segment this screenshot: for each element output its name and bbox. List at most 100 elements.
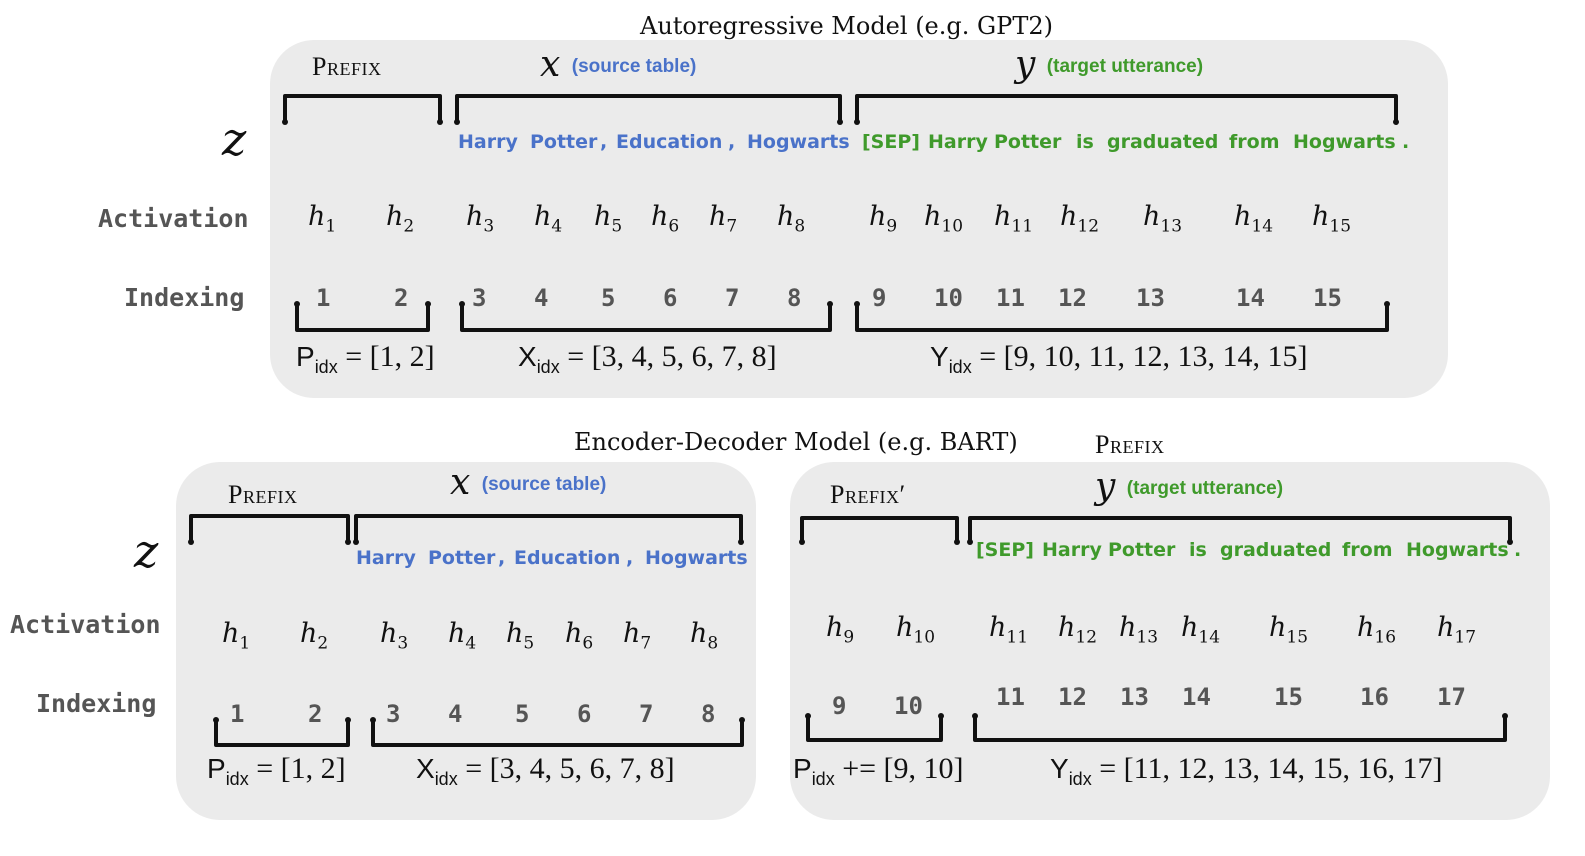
decoder-activation: h15: [1269, 612, 1309, 648]
top-target-token: .: [1402, 131, 1410, 153]
encoder-source-token: Harry: [356, 547, 416, 569]
encoder-x-idx: Xidx = [3, 4, 5, 6, 7, 8]: [416, 752, 675, 789]
decoder-target-token: is: [1189, 539, 1207, 561]
decoder-activation: h16: [1357, 612, 1397, 648]
bottom-activation-label: Activation: [10, 610, 161, 639]
top-x-note: (source table): [571, 56, 697, 77]
encoder-activation: h8: [690, 618, 719, 654]
top-activation: h3: [466, 201, 495, 237]
encoder-index: 6: [577, 700, 592, 728]
encoder-source-token: Hogwarts: [645, 547, 748, 569]
decoder-p-idx: Pidx += [9, 10]: [793, 752, 964, 789]
decoder-activation: h13: [1119, 612, 1159, 648]
top-activation: h1: [308, 201, 337, 237]
encoder-index: 7: [639, 700, 654, 728]
decoder-index: 16: [1360, 683, 1389, 711]
top-x-idx: Xidx = [3, 4, 5, 6, 7, 8]: [518, 340, 777, 377]
top-index: 13: [1136, 284, 1165, 312]
top-activation: h14: [1234, 201, 1274, 237]
top-index: 5: [601, 284, 616, 312]
top-y-note: (target utterance): [1046, 56, 1204, 77]
top-index: 11: [996, 284, 1025, 312]
top-activation: h10: [924, 201, 964, 237]
top-activation: h2: [386, 201, 415, 237]
decoder-index: 13: [1120, 683, 1149, 711]
encoder-index: 1: [230, 700, 245, 728]
decoder-target-token: .: [1514, 539, 1522, 561]
encoder-activation: h6: [565, 618, 594, 654]
decoder-target-token: Potter: [1108, 539, 1176, 561]
top-activation: h4: [534, 201, 563, 237]
bottom-indexing-label: Indexing: [36, 689, 157, 718]
decoder-activation: h9: [826, 612, 855, 648]
encoder-activation: h4: [448, 618, 477, 654]
top-target-token: Harry: [928, 131, 988, 153]
top-index: 8: [787, 284, 802, 312]
encoder-source-token: Education: [514, 547, 621, 569]
top-activation: h6: [651, 201, 680, 237]
encoder-activation: h2: [300, 618, 329, 654]
top-activation-label: Activation: [98, 204, 249, 233]
top-x-label: x (source table): [540, 44, 696, 85]
decoder-activation: h12: [1058, 612, 1098, 648]
bottom-z-label: z: [134, 524, 159, 578]
top-target-token: from: [1229, 131, 1280, 153]
encoder-source-token: ,: [498, 547, 506, 569]
top-index: 6: [663, 284, 678, 312]
decoder-target-token: [SEP]: [976, 539, 1034, 561]
encoder-decoder-title: Encoder-Decoder Model (e.g. BART): [574, 428, 1018, 456]
encoder-source-token: ,: [626, 547, 634, 569]
decoder-target-token: from: [1342, 539, 1393, 561]
top-target-token: Hogwarts: [1293, 131, 1396, 153]
top-z-label: z: [222, 112, 247, 166]
top-p-idx: Pidx = [1, 2]: [296, 340, 435, 377]
top-activation: h8: [777, 201, 806, 237]
decoder-index: 10: [894, 692, 923, 720]
encoder-index: 5: [515, 700, 530, 728]
decoder-target-token: graduated: [1220, 539, 1332, 561]
encoder-index: 3: [386, 700, 401, 728]
decoder-y-note: (target utterance): [1126, 478, 1284, 499]
encoder-activation: h1: [222, 618, 251, 654]
top-source-token: ,: [728, 131, 736, 153]
encoder-activation: h5: [506, 618, 535, 654]
encoder-p-idx: Pidx = [1, 2]: [207, 752, 346, 789]
decoder-index: 9: [832, 692, 847, 720]
decoder-activation: h10: [896, 612, 936, 648]
top-source-token: Potter: [530, 131, 598, 153]
top-index: 12: [1058, 284, 1087, 312]
encoder-index: 2: [308, 700, 323, 728]
top-index: 4: [534, 284, 549, 312]
decoder-y-idx: Yidx = [11, 12, 13, 14, 15, 16, 17]: [1050, 752, 1443, 789]
decoder-target-token: Harry: [1042, 539, 1102, 561]
top-source-token: Hogwarts: [747, 131, 850, 153]
top-y-label: y (target utterance): [1015, 44, 1203, 85]
top-index: 1: [316, 284, 331, 312]
decoder-index: 14: [1182, 683, 1211, 711]
encoder-source-token: Potter: [428, 547, 496, 569]
decoder-activation: h17: [1437, 612, 1477, 648]
top-target-token: graduated: [1107, 131, 1219, 153]
top-y-var: y: [1015, 44, 1036, 85]
top-target-token: is: [1076, 131, 1094, 153]
top-activation: h13: [1143, 201, 1183, 237]
top-index: 14: [1236, 284, 1265, 312]
top-source-token: Harry: [458, 131, 518, 153]
top-x-var: x: [540, 44, 561, 85]
encoder-activation: h7: [623, 618, 652, 654]
decoder-index: 11: [996, 683, 1025, 711]
encoder-activation: h3: [380, 618, 409, 654]
top-index: 15: [1313, 284, 1342, 312]
top-target-token: Potter: [994, 131, 1062, 153]
top-target-token: [SEP]: [862, 131, 920, 153]
decoder-prefix-label: Prefix′: [830, 480, 906, 509]
decoder-activation: h11: [989, 612, 1029, 648]
top-activation: h11: [994, 201, 1034, 237]
decoder-index: 17: [1437, 683, 1466, 711]
encoder-index: 8: [701, 700, 716, 728]
decoder-index: 12: [1058, 683, 1087, 711]
encoder-x-var: x: [450, 462, 471, 503]
top-source-token: ,: [600, 131, 608, 153]
top-index: 9: [872, 284, 887, 312]
encoder-x-note: (source table): [481, 474, 607, 495]
